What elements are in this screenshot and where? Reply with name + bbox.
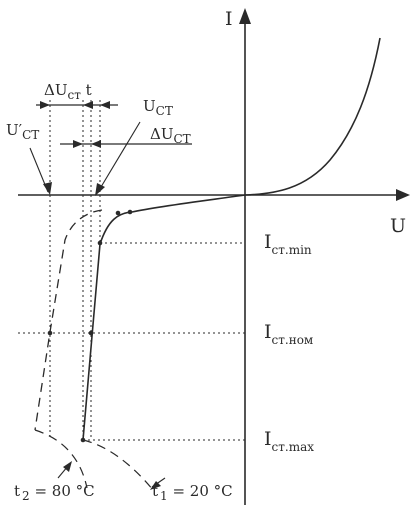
forward-branch-curve bbox=[244, 37, 381, 196]
t2-tail-dashed bbox=[34, 429, 88, 489]
delta-u-t-label: ΔUст t bbox=[44, 81, 92, 102]
current-axis-arrow bbox=[239, 8, 251, 24]
i-max-label: Iст.max bbox=[264, 428, 314, 454]
reverse-branch-t1-curve bbox=[82, 194, 246, 441]
current-axis-label: I bbox=[225, 8, 233, 30]
t1-pointer-arrow bbox=[150, 481, 161, 490]
voltage-axis-label: U bbox=[390, 215, 407, 237]
u-prime-ct-label: U′СТ bbox=[6, 121, 40, 142]
delta-u-t-arrow-right bbox=[83, 101, 93, 109]
u-ct-label: UСТ bbox=[143, 97, 173, 118]
u-prime-leader-arrow bbox=[43, 182, 52, 195]
delta-u-t-arrow-right2 bbox=[100, 101, 110, 109]
i-nom-label: Iст.ном bbox=[264, 321, 314, 347]
i-max-point bbox=[80, 437, 86, 443]
knee-point-2 bbox=[127, 209, 133, 215]
delta-u-ct-label: ΔUCT bbox=[150, 125, 191, 146]
i-nom-point-t1 bbox=[88, 330, 94, 336]
i-min-point bbox=[97, 240, 103, 246]
delta-u-ct-arrow-right bbox=[91, 140, 101, 148]
u-ct-leader bbox=[97, 121, 141, 193]
voltage-axis-arrow bbox=[396, 189, 410, 201]
u-ct-leader-arrow bbox=[95, 183, 105, 196]
i-min-label: Iст.min bbox=[264, 231, 312, 257]
delta-u-t-arrow-left bbox=[40, 101, 50, 109]
t2-pointer-arrow bbox=[63, 461, 72, 472]
t1-tail-dashed bbox=[82, 439, 154, 491]
knee-point-1 bbox=[115, 210, 121, 216]
delta-u-ct-arrow-left bbox=[73, 140, 83, 148]
i-nom-point-t2 bbox=[47, 330, 53, 336]
reverse-branch-t2-curve bbox=[34, 209, 103, 431]
